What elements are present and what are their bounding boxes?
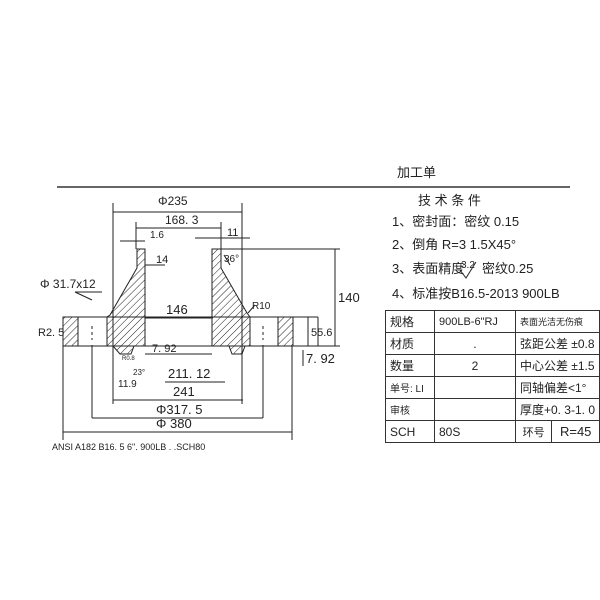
cell: 中心公差 ±1.5 [514,354,600,377]
tech-item-3-value: 密纹0.25 [482,261,533,276]
dim-11: 11 [227,227,238,239]
cell: 2 [433,354,516,377]
drawing-caption: ANSI A182 B16. 5 6". 900LB . .SCH80 [52,442,205,452]
dim-55-6: 55.6 [311,327,332,339]
cell: 同轴偏差<1° [514,376,600,399]
cell [433,398,516,421]
dim-outer-diameter: Φ 380 [156,416,192,431]
tech-item-4: 4、标准按B16.5-2013 900LB [392,286,560,301]
table-row: 审核 厚度+0. 3-1. 0 [385,398,600,421]
cell: SCH [385,420,435,443]
dim-r10: R10 [252,301,271,312]
dim-outer-hub: Φ235 [158,194,188,208]
cell: 环号 [514,420,553,443]
cell: 900LB-6"RJ [433,310,516,333]
cell: R=45 [551,420,600,443]
cell: 单号: LI [385,376,435,399]
dim-hub-diameter: 168. 3 [165,213,199,227]
dim-241: 241 [173,384,195,399]
table-row: 单号: LI 同轴偏差<1° [385,376,600,399]
dim-140: 140 [338,290,360,305]
cell [433,376,516,399]
angle-23: 23° [133,368,145,377]
cell: 规格 [385,310,435,333]
cell: 审核 [385,398,435,421]
dim-bolt-circle: Φ317. 5 [156,402,203,417]
tech-item-2: 2、倒角 R=3 1.5X45° [392,237,516,252]
dim-14: 14 [156,254,168,266]
flange-section [62,203,340,440]
dim-11-9: 11.9 [118,379,137,390]
dim-bore-146: 146 [166,302,188,317]
dim-r2-5: R2. 5 [38,327,64,339]
dim-r0-8: R0.8 [122,356,135,362]
dim-bolt-holes: Φ 31.7x12 [40,277,96,291]
dim-7-92-groove: 7. 92 [152,343,176,355]
cell: 表面光洁无伤痕 [514,310,600,333]
cell: . [433,332,516,355]
cell: 材质 [385,332,435,355]
angle-36: 36° [224,254,239,265]
roughness-value: 3.2 [461,260,475,271]
dim-1-6: 1.6 [150,230,164,241]
cell: 弦距公差 ±0.8 [514,332,600,355]
table-row: 材质.弦距公差 ±0.8 [385,332,600,355]
cell: 厚度+0. 3-1. 0 [514,398,600,421]
cell: 数量 [385,354,435,377]
sheet-title: 加工单 [397,165,436,180]
tech-item-1: 1、密封面：密纹 0.15 [392,214,519,229]
dim-7-92-face: 7. 92 [306,351,335,366]
cell: 80S [433,420,516,443]
dim-211-12: 211. 12 [168,366,210,381]
roughness-symbol-icon [459,261,477,279]
tech-item-3: 3、表面精度 [392,261,464,276]
tech-heading: 技 术 条 件 [418,193,481,208]
